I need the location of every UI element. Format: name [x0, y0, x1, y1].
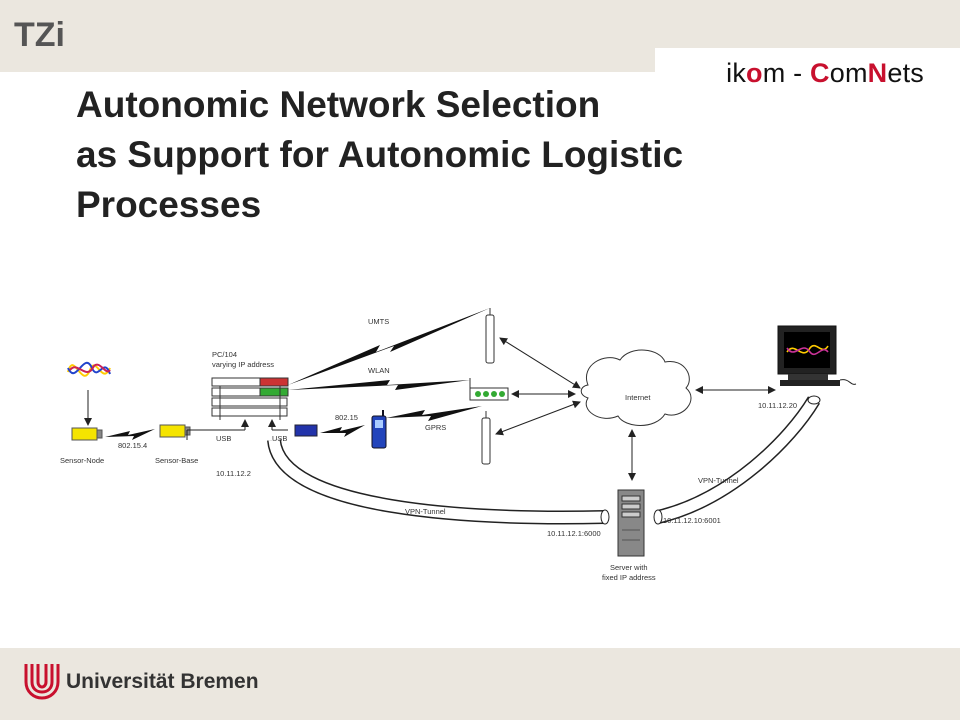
- title-line-1: Autonomic Network Selection: [76, 84, 601, 125]
- tzi-logo: TZi: [14, 16, 65, 54]
- link-802-15-4: [105, 429, 155, 440]
- vpn-tunnel-left: [267, 438, 606, 525]
- label-gprs: GPRS: [425, 423, 446, 432]
- link-umts: [288, 308, 490, 385]
- label-802-15-4: 802.15.4: [118, 441, 147, 450]
- label-ip-pc: 10.11.12.2: [216, 469, 251, 478]
- label-umts: UMTS: [368, 317, 389, 326]
- header-notch: [655, 48, 960, 96]
- wlan-access-point: [469, 378, 509, 401]
- pc104-device: [211, 377, 289, 420]
- label-server-2: fixed IP address: [602, 573, 656, 582]
- label-wlan: WLAN: [368, 366, 390, 375]
- vpn-tunnel-right: [656, 396, 821, 524]
- label-sensor-node: Sensor-Node: [60, 456, 104, 465]
- label-pc104: PC/104: [212, 350, 237, 359]
- label-usb-2: USB: [272, 434, 287, 443]
- footer-bar: [0, 648, 960, 720]
- internet-cloud: [580, 349, 692, 426]
- gprs-antenna: [481, 411, 491, 465]
- link-gprs: [386, 406, 482, 421]
- title-line-2: as Support for Autonomic Logistic: [76, 134, 684, 175]
- label-server-1: Server with: [610, 563, 648, 572]
- university-seal-icon: [24, 664, 60, 700]
- label-vpn-tunnel-right: VPN-Tunnel: [698, 476, 739, 485]
- sensor-base: [159, 424, 186, 438]
- label-ip-monitor: 10.11.12.20: [758, 401, 797, 410]
- umts-antenna: [485, 308, 495, 364]
- usb-dongle: [294, 424, 318, 437]
- label-vpn-tunnel-left: VPN-Tunnel: [405, 507, 446, 516]
- label-internet: Internet: [625, 393, 651, 402]
- title-line-3: Processes: [76, 184, 262, 225]
- label-ip-server-left: 10.11.12.1:6000: [547, 529, 601, 538]
- label-usb-1: USB: [216, 434, 231, 443]
- label-ip-server-right: 10.11.12.10:6001: [663, 516, 721, 525]
- signal-wave-icon: [67, 361, 111, 377]
- monitor-computer: [777, 325, 857, 386]
- svg-text:TZi: TZi: [14, 16, 65, 54]
- label-pc104-sub: varying IP address: [212, 360, 274, 369]
- link-wlan: [288, 380, 470, 390]
- slide-title: Autonomic Network Selection as Support f…: [76, 80, 683, 230]
- network-diagram: Sensor-Node Sensor-Base 802.15.4 PC/104 …: [60, 308, 857, 582]
- label-802-15: 802.15: [335, 413, 358, 422]
- mobile-phone: [371, 410, 387, 449]
- sensor-node: [71, 427, 98, 441]
- server-tower: [617, 489, 645, 557]
- label-sensor-base: Sensor-Base: [155, 456, 198, 465]
- university-name: Universität Bremen: [66, 670, 259, 693]
- ikom-comnets-brand: ikom - ComNets: [726, 58, 924, 88]
